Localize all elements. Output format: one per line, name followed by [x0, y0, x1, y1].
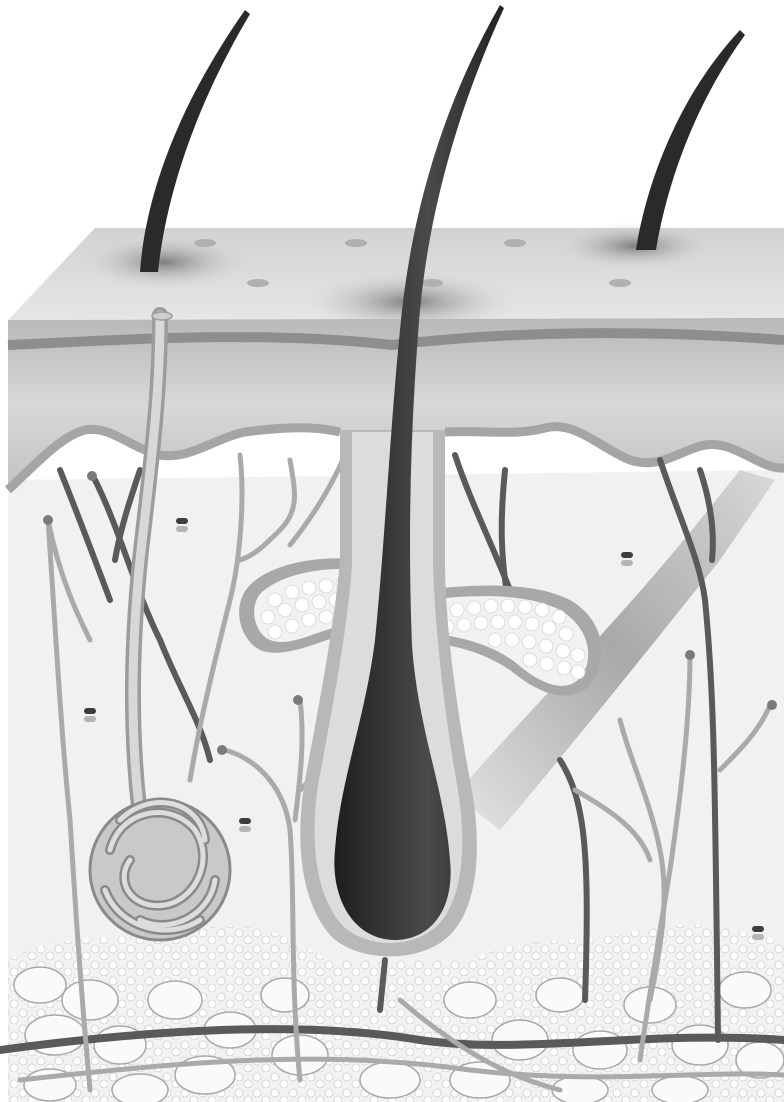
sweat-pore — [152, 312, 172, 320]
hair-pore-shadow-left — [80, 234, 250, 290]
sweat-gland — [90, 800, 230, 940]
hair-pore-shadow-right — [555, 222, 715, 270]
